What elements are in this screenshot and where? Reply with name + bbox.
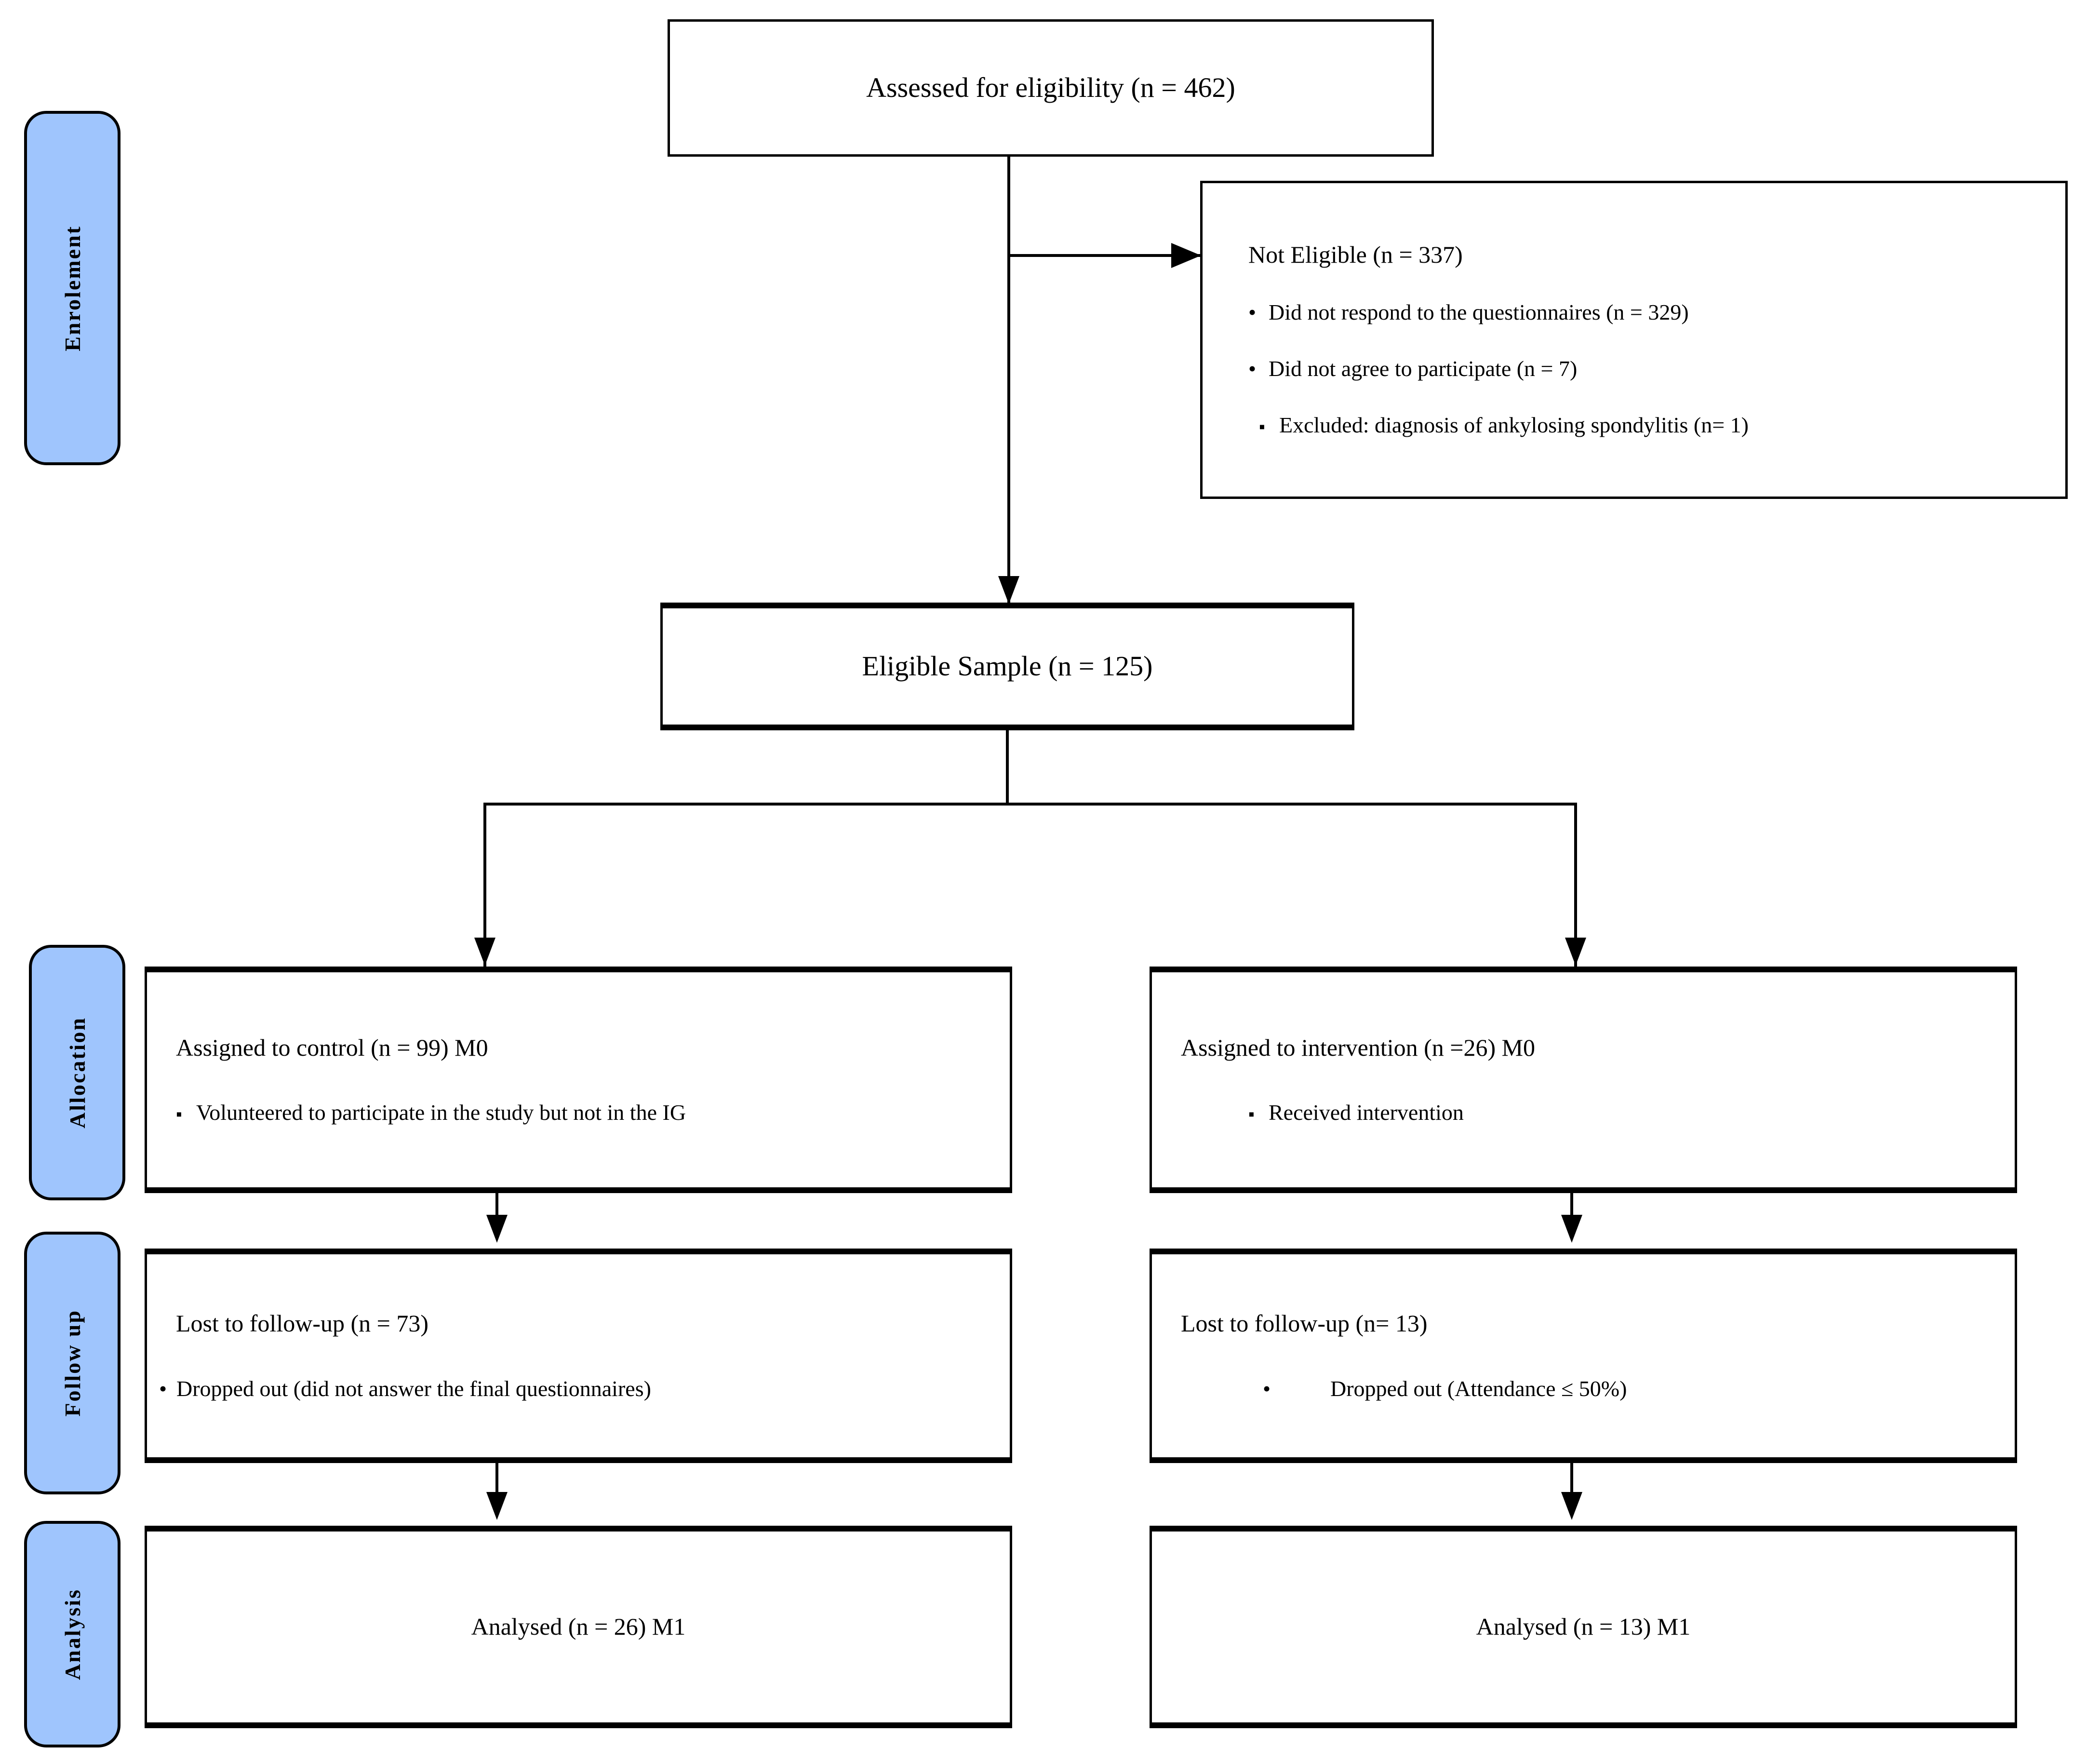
stage-label-allocation-text: Allocation — [65, 1017, 90, 1129]
box-allocation-control-bullet-list: ▪ Volunteered to participate in the study… — [176, 1099, 986, 1126]
box-assessed-title: Assessed for eligibility (n = 462) — [866, 72, 1235, 104]
list-item-text: Did not respond to the questionnaires (n… — [1269, 299, 1689, 324]
box-analysis-control-title: Analysed (n = 26) M1 — [471, 1613, 686, 1640]
box-analysis-intervention: Analysed (n = 13) M1 — [1150, 1526, 2017, 1728]
stage-label-analysis-text: Analysis — [60, 1588, 85, 1680]
bullet-square-icon: ▪ — [176, 1104, 182, 1124]
list-item: • Dropped out (Attendance ≤ 50%) — [1181, 1375, 1993, 1402]
box-allocation-intervention-bullet-list: ▪ Received intervention — [1181, 1099, 1991, 1126]
box-followup-intervention-title: Lost to follow-up (n= 13) — [1181, 1310, 1428, 1337]
box-allocation-control-title: Assigned to control (n = 99) M0 — [176, 1034, 488, 1061]
stage-label-follow-up: Follow up — [24, 1232, 120, 1494]
connector-alloc-intervention-to-followup — [1570, 1193, 1573, 1222]
stage-label-follow-up-text: Follow up — [60, 1309, 85, 1417]
arrowhead-to-followup-intervention — [1561, 1215, 1582, 1243]
box-followup-intervention: Lost to follow-up (n= 13) • Dropped out (… — [1150, 1249, 2017, 1463]
box-analysis-intervention-title: Analysed (n = 13) M1 — [1476, 1613, 1691, 1640]
list-item: ▪ Received intervention — [1181, 1099, 1991, 1126]
arrowhead-to-analysis-intervention — [1561, 1492, 1582, 1520]
box-followup-control-title: Lost to follow-up (n = 73) — [176, 1310, 428, 1337]
connector-alloc-control-to-followup — [495, 1193, 498, 1222]
connector-split-left — [483, 803, 486, 967]
connector-split-right — [1574, 803, 1577, 967]
box-not-eligible-title: Not Eligible (n = 337) — [1248, 241, 1463, 269]
stage-label-enrolement: Enrolement — [24, 111, 120, 465]
list-item-text: Volunteered to participate in the study … — [196, 1100, 686, 1125]
list-item-text: Dropped out (Attendance ≤ 50%) — [1330, 1376, 1627, 1401]
box-eligible-sample: Eligible Sample (n = 125) — [660, 603, 1354, 730]
list-item-text: Did not agree to participate (n = 7) — [1269, 356, 1578, 381]
list-item: • Dropped out (did not answer the final q… — [159, 1375, 988, 1402]
box-allocation-intervention-title: Assigned to intervention (n =26) M0 — [1181, 1034, 1536, 1061]
arrowhead-to-not-eligible — [1171, 243, 1201, 268]
list-item: ▪ Excluded: diagnosis of ankylosing spond… — [1248, 412, 2036, 438]
list-item: • Did not agree to participate (n = 7) — [1248, 355, 2036, 382]
bullet-dot-icon: • — [1248, 299, 1257, 324]
box-allocation-control: Assigned to control (n = 99) M0 ▪ Volunte… — [145, 967, 1012, 1193]
bullet-dot-icon: • — [1248, 356, 1257, 381]
connector-to-not-eligible — [1007, 254, 1200, 257]
bullet-dot-icon: • — [1263, 1376, 1271, 1401]
list-item: • Did not respond to the questionnaires (… — [1248, 299, 2036, 325]
connector-eligible-stem — [1006, 730, 1009, 805]
arrowhead-to-allocation-control — [474, 938, 495, 966]
stage-label-allocation: Allocation — [29, 945, 125, 1200]
list-item: ▪ Volunteered to participate in the study… — [176, 1099, 986, 1126]
list-item-text: Excluded: diagnosis of ankylosing spondy… — [1279, 413, 1749, 438]
connector-split-horizontal — [483, 803, 1577, 806]
box-allocation-intervention: Assigned to intervention (n =26) M0 ▪ Rec… — [1150, 967, 2017, 1193]
box-assessed-for-eligibility: Assessed for eligibility (n = 462) — [668, 19, 1434, 157]
arrowhead-to-eligible-sample — [998, 576, 1019, 604]
box-followup-control-bullet-list: • Dropped out (did not answer the final q… — [159, 1375, 988, 1402]
box-not-eligible: Not Eligible (n = 337) • Did not respond … — [1200, 181, 2068, 499]
bullet-square-icon: ▪ — [1248, 1104, 1255, 1124]
stage-label-enrolement-text: Enrolement — [60, 225, 85, 351]
bullet-dot-icon: • — [159, 1376, 167, 1401]
box-followup-intervention-bullet-list: • Dropped out (Attendance ≤ 50%) — [1181, 1375, 1993, 1402]
connector-followup-control-to-analysis — [495, 1463, 498, 1499]
bullet-square-icon: ▪ — [1259, 417, 1265, 437]
box-analysis-control: Analysed (n = 26) M1 — [145, 1526, 1012, 1728]
stage-label-analysis: Analysis — [24, 1521, 120, 1747]
list-item-text: Received intervention — [1269, 1100, 1464, 1125]
arrowhead-to-allocation-intervention — [1565, 938, 1586, 966]
box-followup-control: Lost to follow-up (n = 73) • Dropped out … — [145, 1249, 1012, 1463]
box-eligible-sample-title: Eligible Sample (n = 125) — [862, 650, 1153, 682]
list-item-text: Dropped out (did not answer the final qu… — [176, 1376, 651, 1401]
box-not-eligible-bullet-list: • Did not respond to the questionnaires (… — [1248, 299, 2036, 439]
arrowhead-to-analysis-control — [486, 1492, 508, 1520]
connector-followup-intervention-to-analysis — [1570, 1463, 1573, 1499]
arrowhead-to-followup-control — [486, 1215, 508, 1243]
connector-assessed-to-eligible — [1007, 157, 1010, 605]
